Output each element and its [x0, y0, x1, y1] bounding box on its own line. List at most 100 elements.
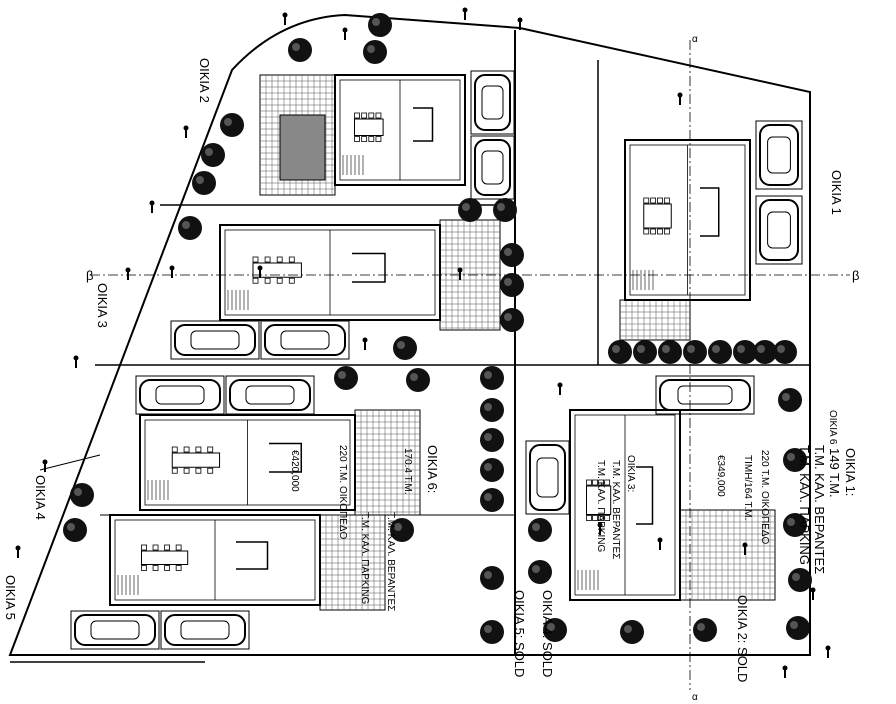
tree-icon [500, 308, 524, 332]
garden-light-icon [169, 265, 175, 278]
section-mark-right: β [852, 268, 859, 283]
label-oikia-3: OIKIA 3 [95, 283, 110, 328]
car [755, 195, 803, 265]
tree-icon [608, 340, 632, 364]
tree-icon [683, 340, 707, 364]
tree-icon [543, 618, 567, 642]
section-mark-bottom: α [692, 692, 698, 703]
garden-light-icon [73, 355, 79, 368]
paved-area [439, 219, 501, 331]
tree-icon [220, 113, 244, 137]
tree-icon [528, 560, 552, 584]
oikia-6-veranda: T.M. KAΛ. BEPANTEΣ [385, 512, 396, 611]
oikia-6-parking: T.M. KAΛ. ΠAPKING [359, 512, 370, 604]
garden-light-icon [149, 200, 155, 213]
garden-light-icon [657, 537, 663, 550]
garden-light-icon [782, 665, 788, 678]
car [525, 440, 570, 515]
tree-icon [63, 518, 87, 542]
tree-icon [480, 620, 504, 644]
car [470, 135, 515, 200]
house-floor-plan [139, 414, 356, 511]
tree-icon [192, 171, 216, 195]
oikia-3-title: OIKIA 3: [625, 455, 636, 492]
tree-icon [773, 340, 797, 364]
garden-light-icon [597, 522, 603, 535]
car [160, 610, 250, 650]
oikia-4-status: OIKIA 4: SOLD [540, 590, 555, 677]
garden-light-icon [15, 545, 21, 558]
paved-area [619, 299, 691, 341]
houses [109, 74, 751, 606]
garden-light-icon [810, 587, 816, 600]
oikia-3-parking: T.M. KAΛ. ΠAPKING [595, 460, 606, 552]
tree-icon [500, 243, 524, 267]
label-oikia-1: OIKIA 1 [829, 170, 844, 215]
oikia-2-status: OIKIA 2: SOLD [735, 595, 750, 682]
garden-light-icon [825, 645, 831, 658]
garden-lights [15, 7, 831, 678]
tree-icon [201, 143, 225, 167]
car [70, 610, 160, 650]
car [170, 320, 260, 360]
garden-light-icon [517, 17, 523, 30]
tree-icon [458, 198, 482, 222]
oikia-1-parking: T.M. KAΛ. ΠAPKING [797, 445, 812, 565]
house-floor-plan [569, 409, 681, 601]
tree-icon [783, 513, 807, 537]
tree-icon [733, 340, 757, 364]
oikia-3-area: TIMH/164 T.M. [742, 455, 753, 520]
tree-icon [390, 518, 414, 542]
paved-area [354, 409, 421, 516]
tree-icon [288, 38, 312, 62]
tree-icon [493, 198, 517, 222]
tree-icon [788, 568, 812, 592]
trees [63, 13, 812, 644]
oikia-6-title: OIKIA 6: [425, 445, 440, 493]
garden-light-icon [342, 27, 348, 40]
tree-icon [70, 483, 94, 507]
tree-icon [368, 13, 392, 37]
labels: OIKIA 2 OIKIA 3 OIKIA 4 OIKIA 5 OIKIA 1 … [3, 34, 859, 703]
car [470, 70, 515, 135]
paved-area [679, 509, 776, 601]
paved-areas [259, 74, 776, 611]
tree-icon [708, 340, 732, 364]
label-oikia-2: OIKIA 2 [197, 58, 212, 103]
garden-light-icon [457, 267, 463, 280]
garden-light-icon [257, 265, 263, 278]
oikia-1-title: OIKIA 1: [843, 448, 858, 496]
garden-light-icon [282, 12, 288, 25]
oikia-6-price: €420,000 [289, 450, 300, 492]
house-floor-plan [624, 139, 751, 301]
paved-area [279, 114, 326, 181]
tree-icon [633, 340, 657, 364]
car [260, 320, 350, 360]
garden-light-icon [125, 267, 131, 280]
tree-icon [334, 366, 358, 390]
tree-icon [658, 340, 682, 364]
car [225, 375, 315, 415]
label-oikia-6-right: OIKIA 6 [827, 410, 838, 445]
garden-light-icon [183, 125, 189, 138]
parking-cars [70, 70, 803, 650]
garden-light-icon [462, 7, 468, 20]
tree-icon [783, 448, 807, 472]
oikia-5-status: OIKIA 5: SOLD [512, 590, 527, 677]
tree-icon [393, 336, 417, 360]
tree-icon [500, 273, 524, 297]
car [135, 375, 225, 415]
tree-icon [480, 458, 504, 482]
house-floor-plan [219, 224, 441, 321]
tree-icon [753, 340, 777, 364]
oikia-1-area: 149 T.M. [827, 448, 842, 498]
car [655, 375, 755, 415]
garden-light-icon [362, 337, 368, 350]
tree-icon [178, 216, 202, 240]
tree-icon [480, 428, 504, 452]
tree-icon [480, 366, 504, 390]
tree-icon [480, 398, 504, 422]
label-oikia-5: OIKIA 5 [3, 575, 18, 620]
garden-light-icon [742, 542, 748, 555]
